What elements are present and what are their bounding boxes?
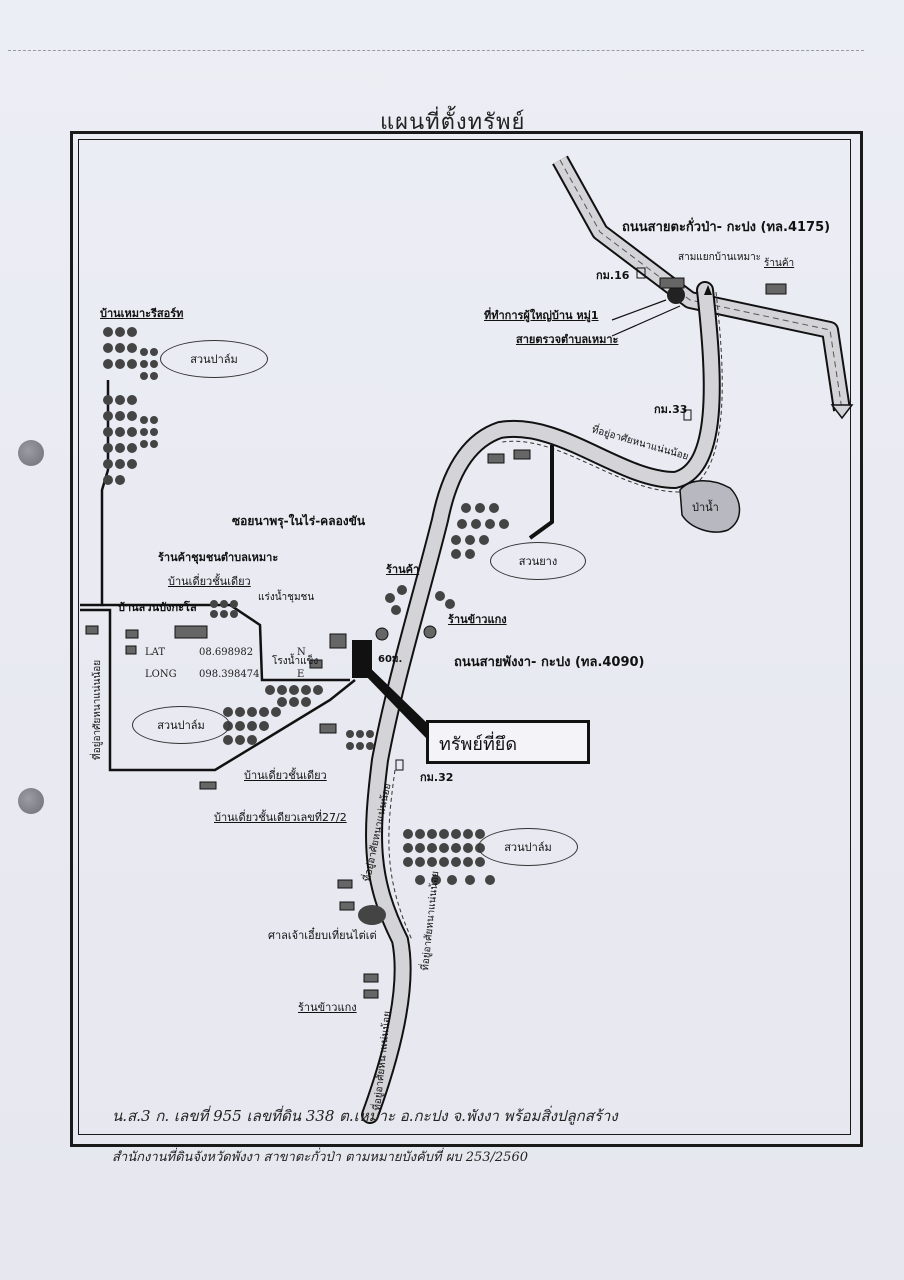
village-head-marker — [667, 286, 685, 304]
long-dir: E — [297, 669, 305, 680]
soi-label: ซอยนาพรุ-ในไร่-คลองขัน — [232, 514, 366, 528]
long-value: 098.398474 — [199, 669, 260, 680]
seized-property-label: ทรัพย์ที่ยึด — [439, 734, 518, 755]
shop-label: ร้านค้า — [386, 563, 420, 576]
coordinates-box: LAT 08.698982 N LONG 098.398474 E — [145, 642, 306, 686]
rubber-garden: สวนยาง — [490, 542, 586, 580]
km32-label: กม.32 — [420, 771, 454, 784]
single-house-2-label: บ้านเดี่ยวชั้นเดียว — [244, 769, 327, 782]
road-4090-label: ถนนสายพังงา- กะปง (ทล.4090) — [454, 655, 645, 670]
police-label: สายตรวจตำบลเหมาะ — [516, 333, 619, 346]
resort-label: บ้านเหมาะรีสอร์ท — [100, 307, 184, 320]
forest-label: ป่าน้ำ — [692, 501, 719, 514]
lat-value: 08.698982 — [199, 647, 254, 658]
long-label: LONG — [145, 669, 177, 680]
rice-shop-2-label: ร้านข้าวแกง — [298, 1001, 357, 1014]
footnote-line-2: สำนักงานที่ดินจังหวัดพังงา สาขาตะกั่วป่า… — [112, 1150, 528, 1165]
rubber-garden-label: สวนยาง — [518, 555, 558, 568]
tree-cluster — [103, 327, 509, 885]
map-title: แผนที่ตั้งทรัพย์ — [380, 110, 526, 135]
road-4175-label: ถนนสายตะกั่วป่า- กะปง (ทล.4175) — [622, 220, 831, 235]
lat-dir: N — [297, 647, 306, 658]
junction-label: สามแยกบ้านเหมาะ — [678, 252, 762, 263]
property-marker — [352, 640, 372, 678]
shop-ne-label: ร้านค้า — [764, 258, 795, 269]
garden-house-label: บ้านสวนบังกะโล — [118, 601, 197, 614]
palm-garden-2: สวนปาล์ม — [132, 706, 230, 744]
ice-factory-label: โรงน้ำแข็ง — [272, 656, 319, 667]
map-frame-inner — [78, 139, 851, 1135]
palm-garden-2-label: สวนปาล์ม — [157, 719, 205, 732]
punch-hole-icon — [18, 440, 44, 466]
palm-garden-1-label: สวนปาล์ม — [190, 353, 238, 366]
shrine-label: ศาลเจ้าเอี๋ยบเที่ยนไต่เต่ — [268, 929, 377, 942]
community-shop-label: ร้านค้าชุมชนตำบลเหมาะ — [158, 551, 279, 564]
palm-garden-3: สวนปาล์ม — [478, 828, 578, 866]
village-head-label: ที่ทำการผู้ใหญ่บ้าน หมู่1 — [484, 309, 599, 322]
community-market-label: แร่งน้ำชุมชน — [258, 592, 315, 603]
fold-line — [8, 50, 864, 51]
km33-label: กม.33 — [654, 403, 688, 416]
seized-property-sign: ทรัพย์ที่ยึด — [426, 720, 590, 764]
single-house-1-label: บ้านเดี่ยวชั้นเดียว — [168, 575, 251, 588]
density-label-2: ที่อยู่อาศัยหนาแน่นน้อย — [92, 659, 103, 760]
punch-hole-icon — [18, 788, 44, 814]
km16-label: กม.16 — [596, 269, 630, 282]
single-house-27-label: บ้านเดี่ยวชั้นเดียวเลขที่27/2 — [214, 811, 347, 824]
distance-label: 60ม. — [378, 654, 403, 665]
lat-label: LAT — [145, 647, 165, 658]
soi-road — [80, 380, 110, 607]
map-frame — [70, 131, 863, 1147]
palm-garden-1: สวนปาล์ม — [160, 340, 268, 378]
rice-shop-1-label: ร้านข้าวแกง — [448, 613, 507, 626]
palm-garden-3-label: สวนปาล์ม — [504, 841, 552, 854]
footnote-line-1: น.ส.3 ก. เลขที่ 955 เลขที่ดิน 338 ต.เหมา… — [112, 1107, 618, 1125]
